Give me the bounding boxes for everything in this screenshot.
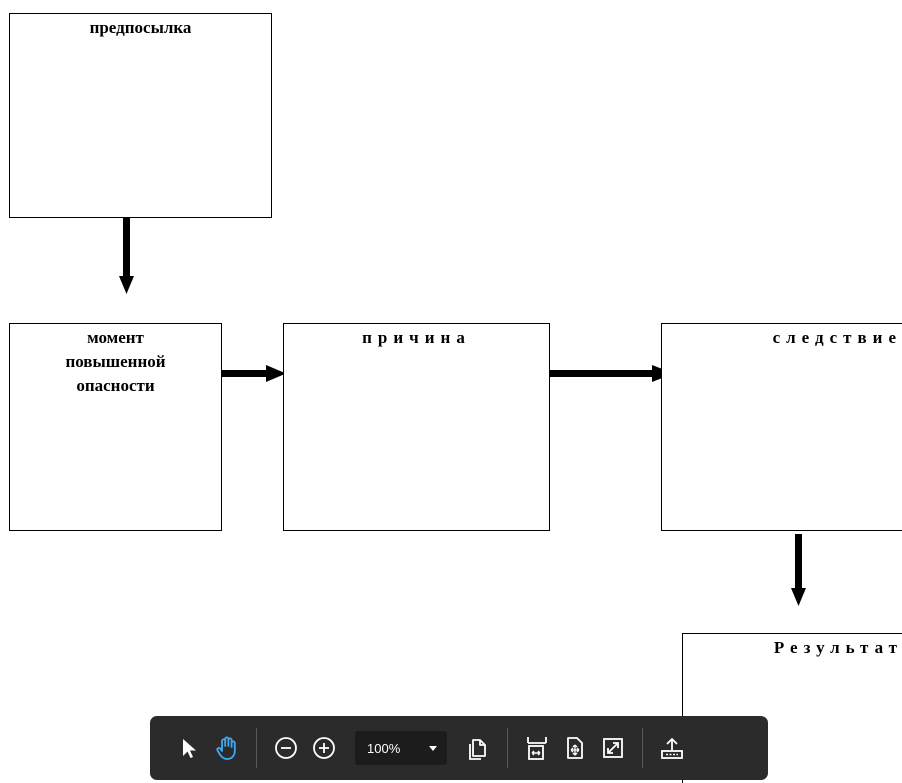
hand-icon <box>216 736 236 760</box>
toolbar-divider <box>507 728 508 768</box>
result-label: Результат <box>773 638 902 657</box>
arrow-premise-to-moment <box>119 218 134 294</box>
toolbar-divider <box>256 728 257 768</box>
cause-label: причина <box>362 328 471 347</box>
moment-label: момент повышенной опасности <box>65 328 166 395</box>
moment-box: момент повышенной опасности <box>9 323 222 531</box>
zoom-out-icon <box>275 737 297 759</box>
zoom-out-button[interactable] <box>269 731 303 765</box>
pointer-icon <box>183 739 196 758</box>
zoom-in-icon <box>313 737 335 759</box>
export-icon <box>661 738 683 759</box>
fit-page-icon <box>567 737 583 759</box>
page-layout-button[interactable] <box>461 731 495 765</box>
pointer-tool-button[interactable] <box>172 731 206 765</box>
export-button[interactable] <box>655 731 689 765</box>
fullscreen-button[interactable] <box>596 731 630 765</box>
premise-label: предпосылка <box>89 18 192 37</box>
premise-box: предпосылка <box>9 13 272 218</box>
chevron-down-icon <box>429 745 437 751</box>
cause-box: причина <box>283 323 550 531</box>
fit-width-icon <box>527 737 547 760</box>
toolbar-divider <box>642 728 643 768</box>
zoom-level-value: 100% <box>367 740 401 756</box>
viewer-toolbar: 100% <box>150 716 768 780</box>
arrow-cause-to-consequence <box>548 365 674 382</box>
page-layout-icon <box>469 739 486 760</box>
consequence-label: следствие <box>772 328 902 347</box>
consequence-box: следствие <box>661 323 902 531</box>
fit-page-button[interactable] <box>558 731 592 765</box>
fullscreen-icon <box>603 738 623 758</box>
arrow-moment-to-cause <box>218 365 286 382</box>
zoom-level-select[interactable]: 100% <box>355 731 447 765</box>
fit-width-button[interactable] <box>520 731 554 765</box>
zoom-in-button[interactable] <box>307 731 341 765</box>
hand-tool-button[interactable] <box>210 731 244 765</box>
arrow-consequence-to-result <box>791 534 806 606</box>
